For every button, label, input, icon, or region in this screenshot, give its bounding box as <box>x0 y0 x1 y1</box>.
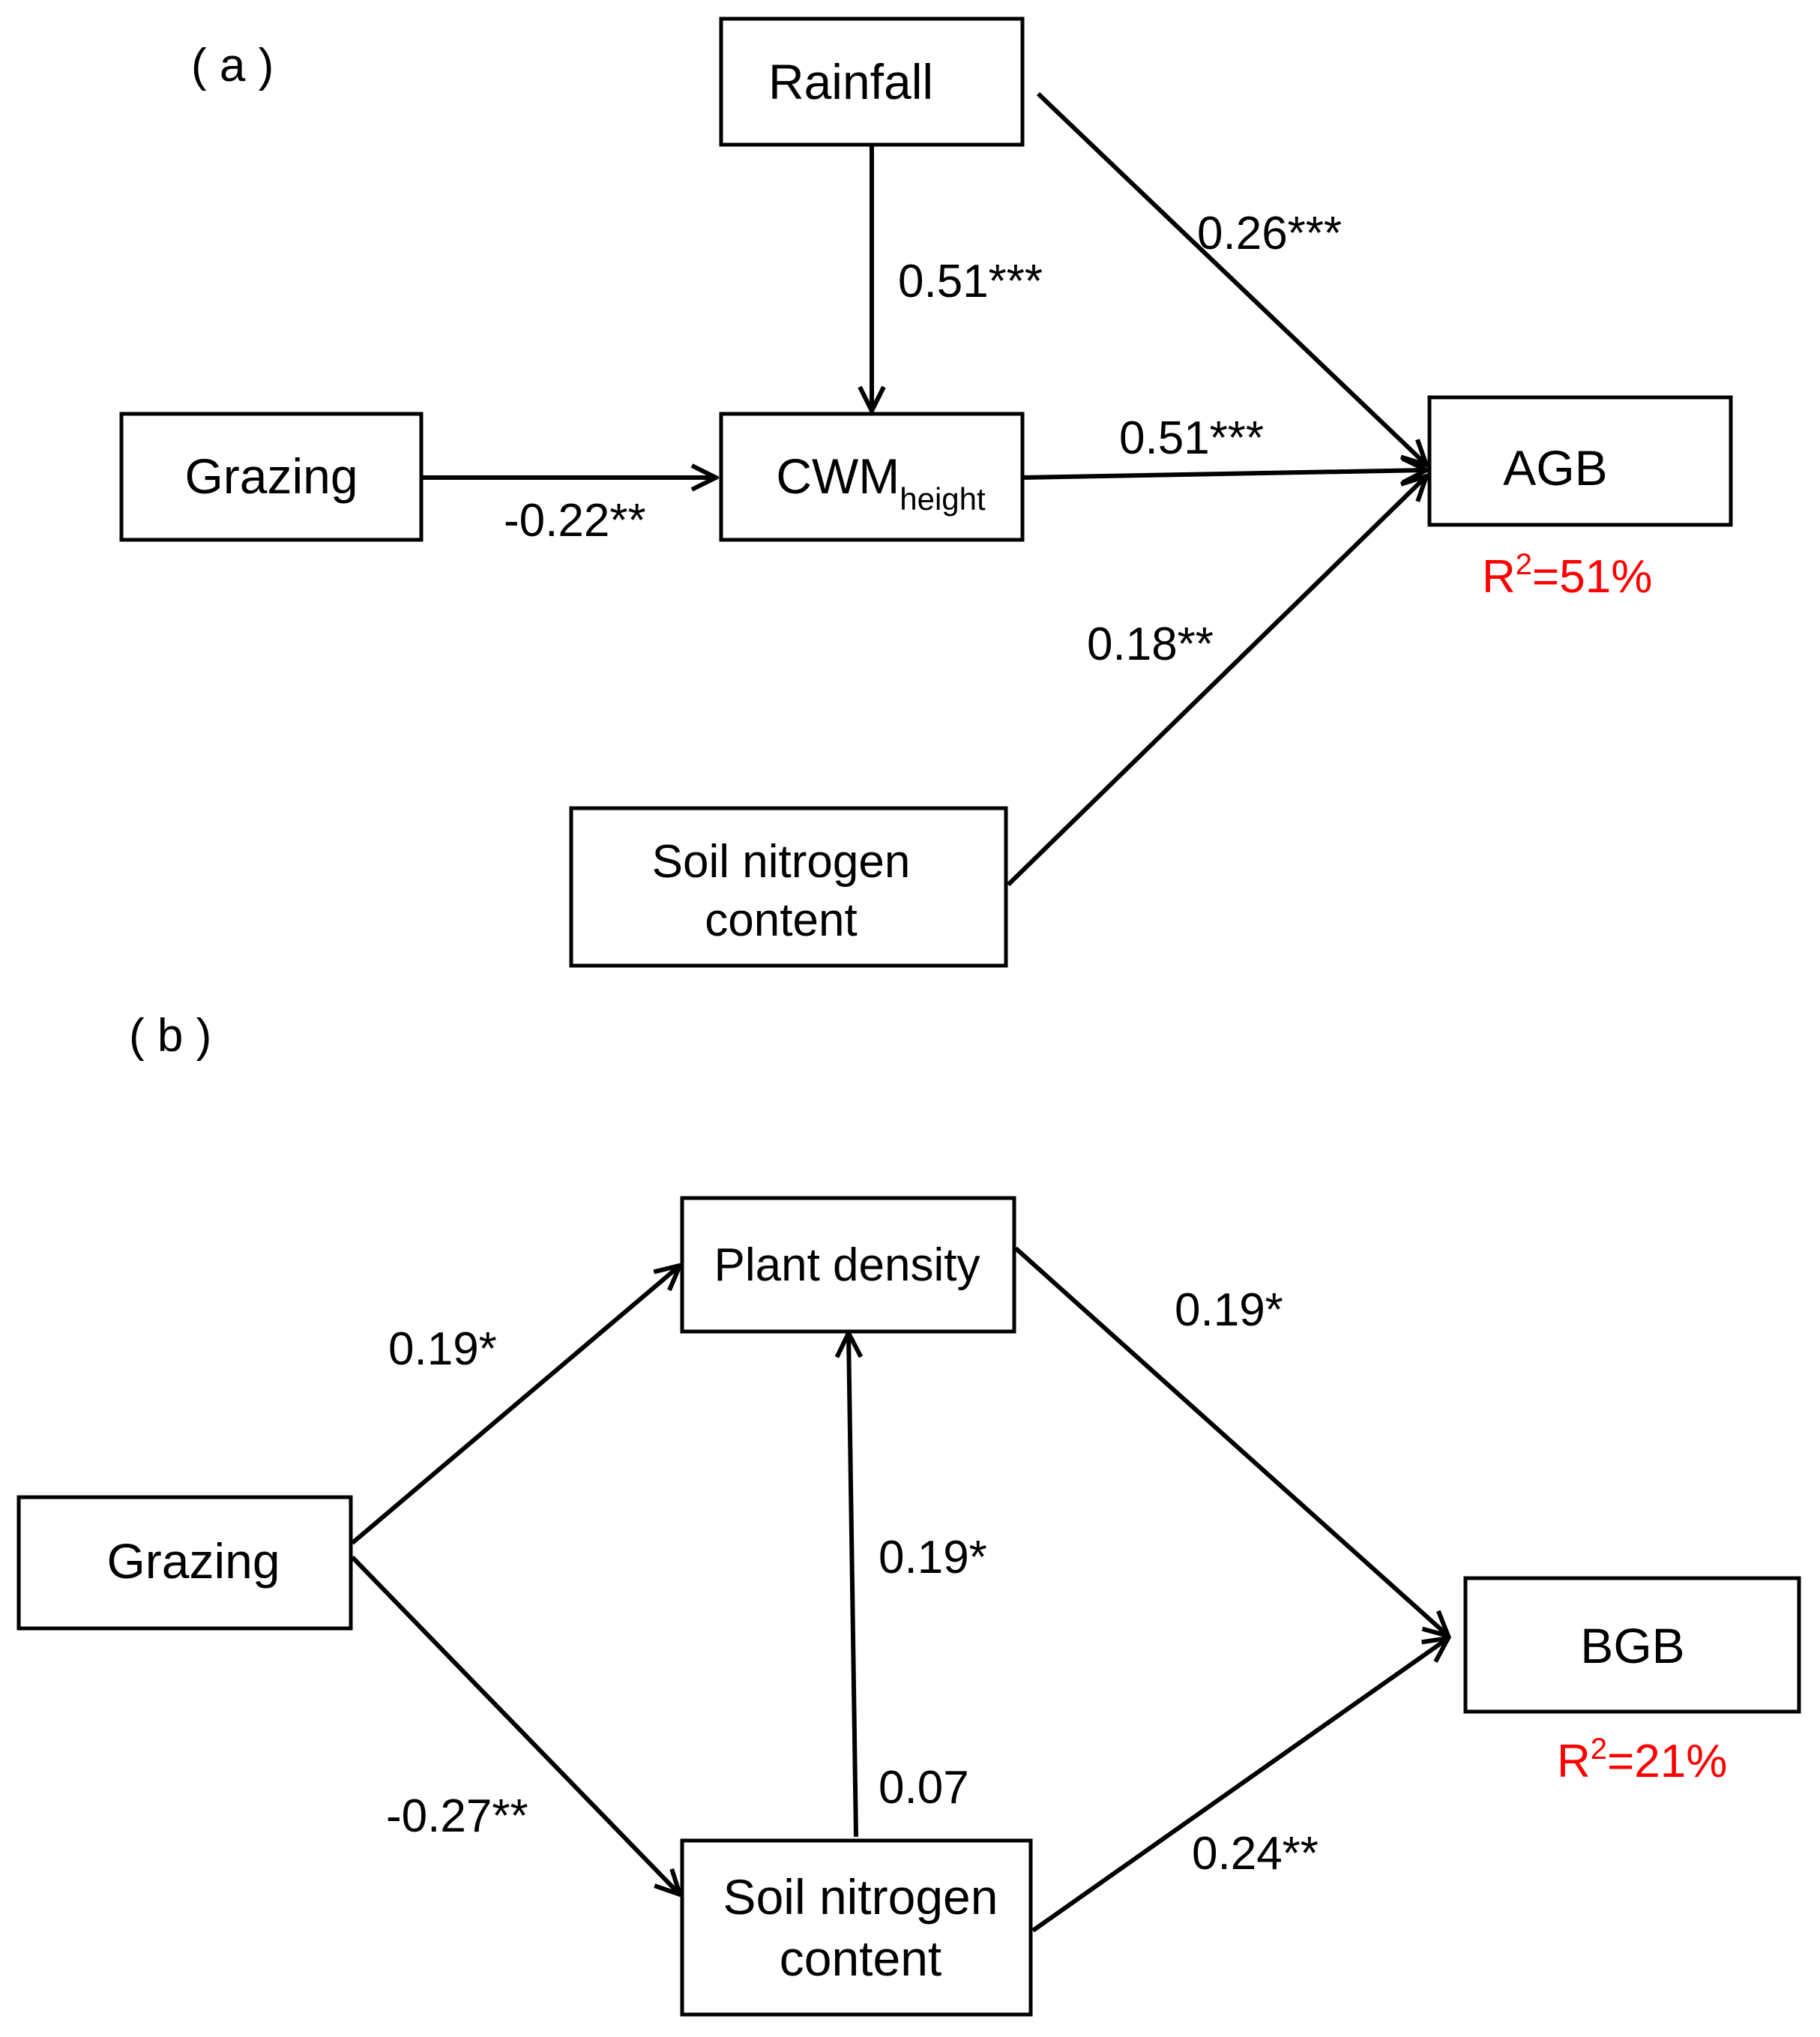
coef-grazing-soil: -0.27** <box>386 1790 528 1842</box>
panel-b-label: ( b ) <box>129 1010 211 1062</box>
edge-soil-plant <box>849 1333 856 1838</box>
node-cwm-label: CWMheight <box>776 448 986 517</box>
node-agb: AGB <box>1427 395 1733 527</box>
node-agb-label: AGB <box>1503 440 1607 496</box>
coef-grazing-cwm: -0.22** <box>504 495 646 547</box>
node-soil-nitrogen-a: Soil nitrogen content <box>569 806 1008 968</box>
node-grazing-b: Grazing <box>16 1495 353 1631</box>
edge-soil-bgb <box>1031 1638 1448 1933</box>
coef-plant-bgb: 0.19* <box>1175 1284 1283 1336</box>
node-soil-b-line2: content <box>780 1931 942 1986</box>
coef-rainfall-agb: 0.26*** <box>1197 208 1342 259</box>
node-rainfall: Rainfall <box>719 16 1025 147</box>
node-cwm-height: CWMheight <box>719 412 1025 542</box>
edge-rainfall-agb <box>1036 91 1426 465</box>
node-grazing-a: Grazing <box>119 412 424 542</box>
coef-soil-bgb: 0.24** <box>1192 1828 1319 1880</box>
edge-plant-bgb <box>1013 1246 1448 1636</box>
node-grazing-a-label: Grazing <box>184 448 358 504</box>
node-bgb: BGB <box>1463 1576 1801 1714</box>
node-soil-a-line2: content <box>705 894 857 946</box>
node-plant-density: Plant density <box>680 1196 1016 1334</box>
node-rainfall-label: Rainfall <box>768 54 933 109</box>
coef-rainfall-cwm: 0.51*** <box>898 256 1043 307</box>
coef-cwm-agb: 0.51*** <box>1119 412 1264 464</box>
edge-grazing-plant <box>351 1266 680 1545</box>
edge-cwm-agb <box>1022 470 1426 478</box>
node-soil-b-line1: Soil nitrogen <box>723 1869 998 1925</box>
edge-soil-agb <box>1006 476 1426 887</box>
node-soil-nitrogen-b: Soil nitrogen content <box>680 1838 1033 2017</box>
node-plant-density-label: Plant density <box>714 1239 980 1291</box>
edge-grazing-soil <box>350 1555 680 1895</box>
panel-a-label: ( a ) <box>191 40 274 91</box>
coef-soil-agb: 0.18** <box>1087 619 1214 670</box>
r2-agb: R2=51% <box>1482 548 1652 603</box>
coef-soil-plant: 0.19* <box>879 1532 987 1583</box>
node-bgb-label: BGB <box>1580 1618 1684 1673</box>
r2-bgb: R2=21% <box>1557 1733 1727 1787</box>
coef-soil-plant-lower: 0.07 <box>879 1762 969 1814</box>
node-soil-a-line1: Soil nitrogen <box>652 836 911 888</box>
coef-grazing-plant: 0.19* <box>388 1323 497 1375</box>
node-grazing-b-label: Grazing <box>106 1533 280 1589</box>
